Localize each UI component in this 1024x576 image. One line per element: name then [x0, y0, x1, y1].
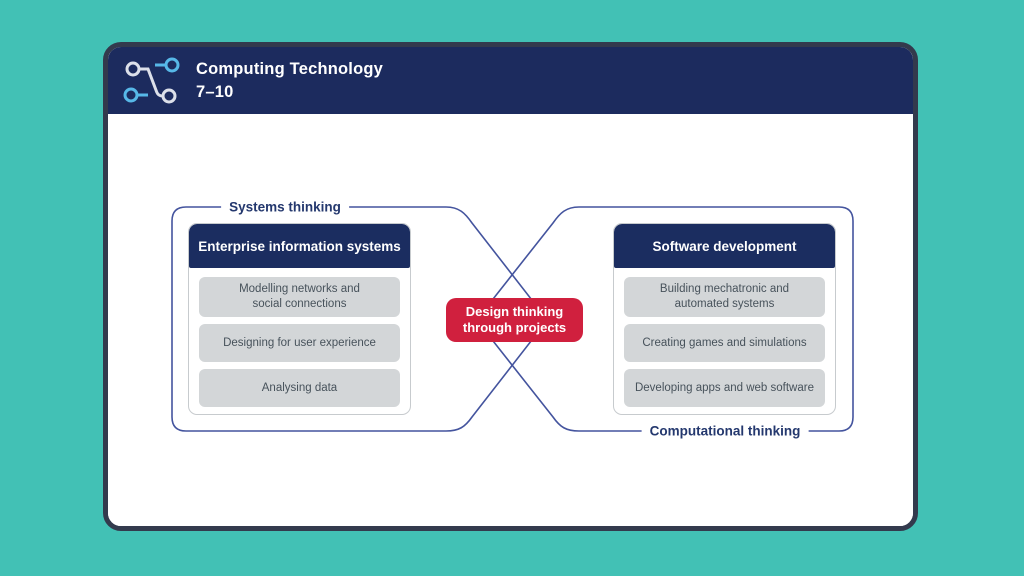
card-header: Software development — [614, 224, 835, 268]
card-item-list: Building mechatronic and automated syste… — [614, 268, 835, 414]
card-item-list: Modelling networks and social connection… — [189, 268, 410, 414]
header-bar: Computing Technology 7–10 — [108, 47, 913, 114]
network-nodes-icon — [123, 57, 180, 103]
focus-area-item: Modelling networks and social connection… — [199, 277, 400, 317]
page-title-line1: Computing Technology — [196, 59, 384, 78]
card-header: Enterprise information systems — [189, 224, 410, 268]
focus-area-item: Building mechatronic and automated syste… — [624, 277, 825, 317]
computational-thinking-outline — [481, 206, 854, 432]
software-development-card: Software development Building mechatroni… — [613, 223, 836, 415]
design-thinking-node: Design thinking through projects — [446, 298, 583, 342]
page-title-line2: 7–10 — [196, 82, 234, 101]
diagram-area: Systems thinking Computational thinking … — [108, 114, 913, 526]
systems-thinking-outline — [171, 206, 543, 432]
focus-area-item: Creating games and simulations — [624, 324, 825, 362]
page-title: Computing Technology 7–10 — [196, 58, 383, 104]
group-label-systems-thinking: Systems thinking — [221, 199, 349, 215]
focus-area-item: Designing for user experience — [199, 324, 400, 362]
focus-area-item: Analysing data — [199, 369, 400, 407]
focus-area-item: Developing apps and web software — [624, 369, 825, 407]
content-card: Computing Technology 7–10 Systems thinki… — [103, 42, 918, 531]
group-label-computational-thinking: Computational thinking — [641, 423, 809, 439]
group-outlines — [171, 206, 854, 432]
enterprise-information-systems-card: Enterprise information systems Modelling… — [188, 223, 411, 415]
